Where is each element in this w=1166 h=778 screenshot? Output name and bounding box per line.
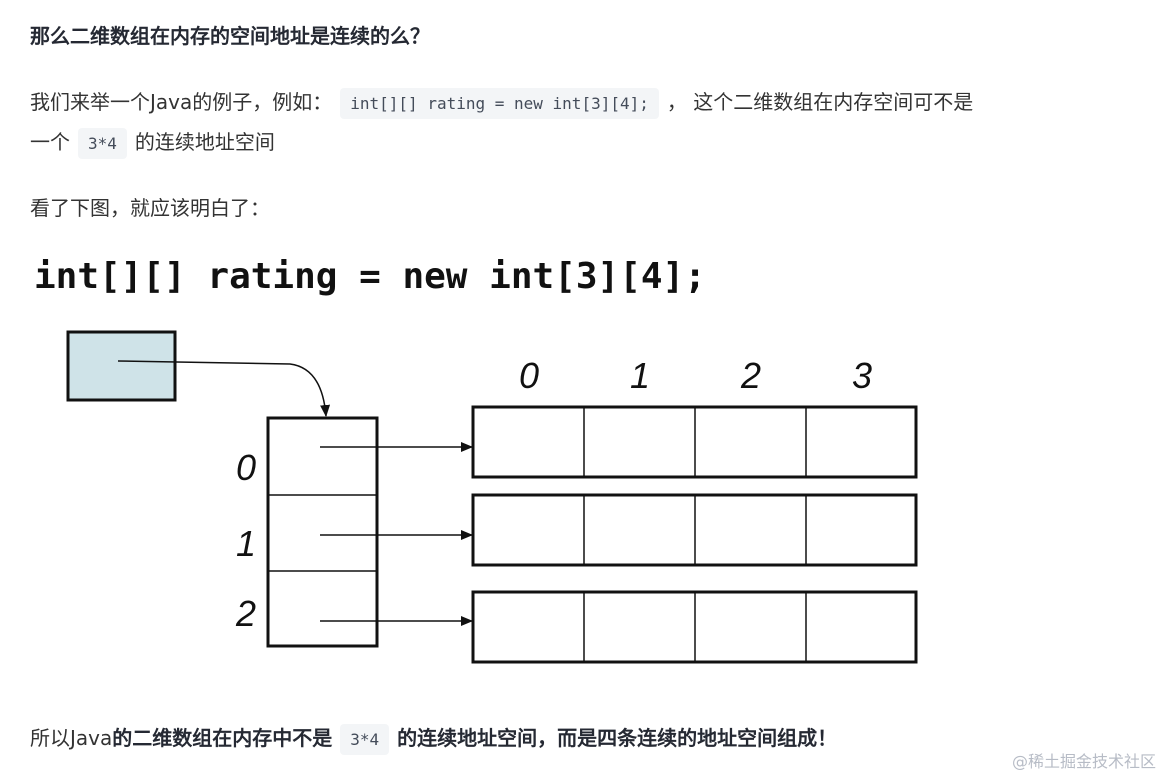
column-index-label: 2 xyxy=(740,355,761,396)
intro-text: 我们来举一个Java的例子，例如： xyxy=(30,90,333,114)
memory-layout-diagram: int[][] rating = new int[3][4]; 0 1 2 0 … xyxy=(34,256,918,664)
column-index-label: 1 xyxy=(630,355,650,396)
reference-box xyxy=(66,330,177,402)
row-pointer-array xyxy=(266,416,379,648)
section-heading: 那么二维数组在内存的空间地址是连续的么？ xyxy=(30,24,430,48)
continued-text: 一个 xyxy=(30,130,70,154)
intro-text-suffix: ， 这个二维数组在内存空间可不是 xyxy=(666,90,974,114)
continued-text-suffix: 的连续地址空间 xyxy=(134,130,275,154)
conclusion-text: 所以Java xyxy=(30,726,113,750)
array-row-1 xyxy=(471,493,918,567)
row-index-label: 0 xyxy=(236,447,256,488)
reference-arrow xyxy=(117,360,331,417)
inline-code-dimensions: 3*4 xyxy=(78,128,127,159)
site-watermark: @稀土掘金技术社区 xyxy=(1011,752,1156,771)
conclusion-bold-text-end: 的连续地址空间，而是四条连续的地址空间组成！ xyxy=(397,726,838,750)
diagram-code-title: int[][] rating = new int[3][4]; xyxy=(34,256,706,297)
paragraph-intro-continued: 一个 3*4 的连续地址空间 xyxy=(30,122,275,164)
paragraph-see-figure: 看了下图，就应该明白了： xyxy=(30,196,270,220)
column-index-label: 3 xyxy=(852,355,872,396)
array-row-2 xyxy=(471,590,918,664)
row-index-label: 2 xyxy=(235,593,256,634)
inline-code-dimensions-conclusion: 3*4 xyxy=(340,724,390,755)
inline-code-declaration: int[][] rating = new int[3][4]; xyxy=(340,88,659,119)
array-row-0 xyxy=(471,405,918,479)
column-index-label: 0 xyxy=(519,355,539,396)
paragraph-conclusion: 所以Java的二维数组在内存中不是 3*4 的连续地址空间，而是四条连续的地址空间组… xyxy=(30,718,837,760)
conclusion-bold-text: 的二维数组在内存中不是 xyxy=(112,726,333,750)
row-index-label: 1 xyxy=(236,523,256,564)
paragraph-intro: 我们来举一个Java的例子，例如： int[][] rating = new in… xyxy=(30,82,973,124)
